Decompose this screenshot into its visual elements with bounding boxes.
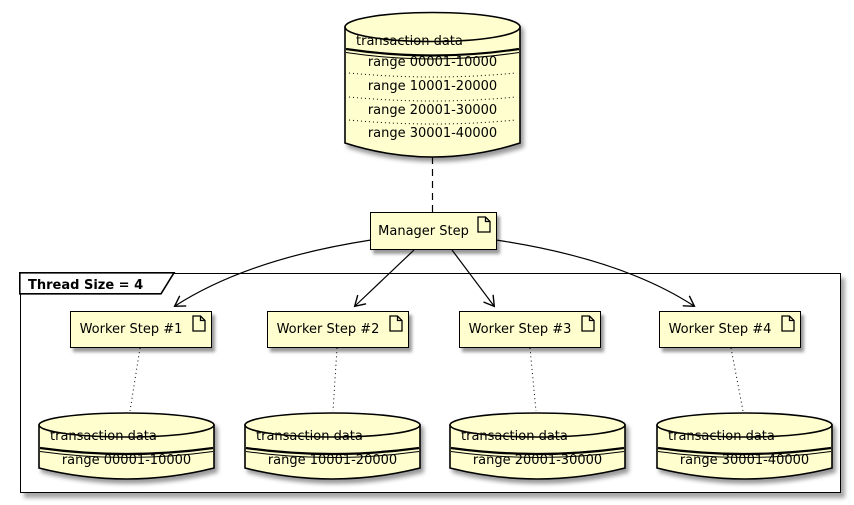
database-cylinder-shape [449,412,626,480]
database-cylinder-shape [656,412,833,480]
database-partition: range 10001-20000 [367,79,498,94]
database-partition: range 20001-30000 [367,103,498,118]
frame-tab-shape [19,272,176,296]
worker-step-3-node: Worker Step #3 [459,311,601,348]
database-title: transaction data [256,429,363,444]
database-title: transaction data [356,34,463,49]
worker-step-label: Worker Step #1 [79,322,183,337]
source-database-node: transaction data range 00001-10000 range… [343,10,522,162]
database-range: range 20001-30000 [472,453,603,468]
database-title: transaction data [461,429,568,444]
database-title: transaction data [668,429,775,444]
document-icon [477,216,491,233]
frame-label: Thread Size = 4 [28,278,144,293]
worker-step-label: Worker Step #3 [468,322,572,337]
database-range: range 10001-20000 [267,453,398,468]
worker-step-label: Worker Step #2 [276,322,380,337]
worker-4-database-node: transaction data range 30001-40000 [655,410,834,486]
manager-step-node: Manager Step [370,212,497,250]
document-icon [389,315,403,332]
worker-step-1-node: Worker Step #1 [70,311,212,348]
database-partition: range 00001-10000 [367,55,498,70]
worker-step-4-node: Worker Step #4 [659,311,801,348]
worker-2-database-node: transaction data range 10001-20000 [243,410,422,486]
database-cylinder-shape [344,11,521,158]
database-range: range 00001-10000 [61,453,192,468]
worker-step-2-node: Worker Step #2 [267,311,409,348]
database-partition: range 30001-40000 [367,126,498,141]
worker-1-database-node: transaction data range 00001-10000 [37,410,216,486]
database-title: transaction data [50,429,157,444]
document-icon [581,315,595,332]
database-range: range 30001-40000 [679,453,810,468]
worker-3-database-node: transaction data range 20001-30000 [448,410,627,486]
document-icon [192,315,206,332]
database-cylinder-shape [38,412,215,480]
worker-step-label: Worker Step #4 [668,322,772,337]
document-icon [781,315,795,332]
manager-step-label: Manager Step [378,223,469,239]
database-cylinder-shape [244,412,421,480]
